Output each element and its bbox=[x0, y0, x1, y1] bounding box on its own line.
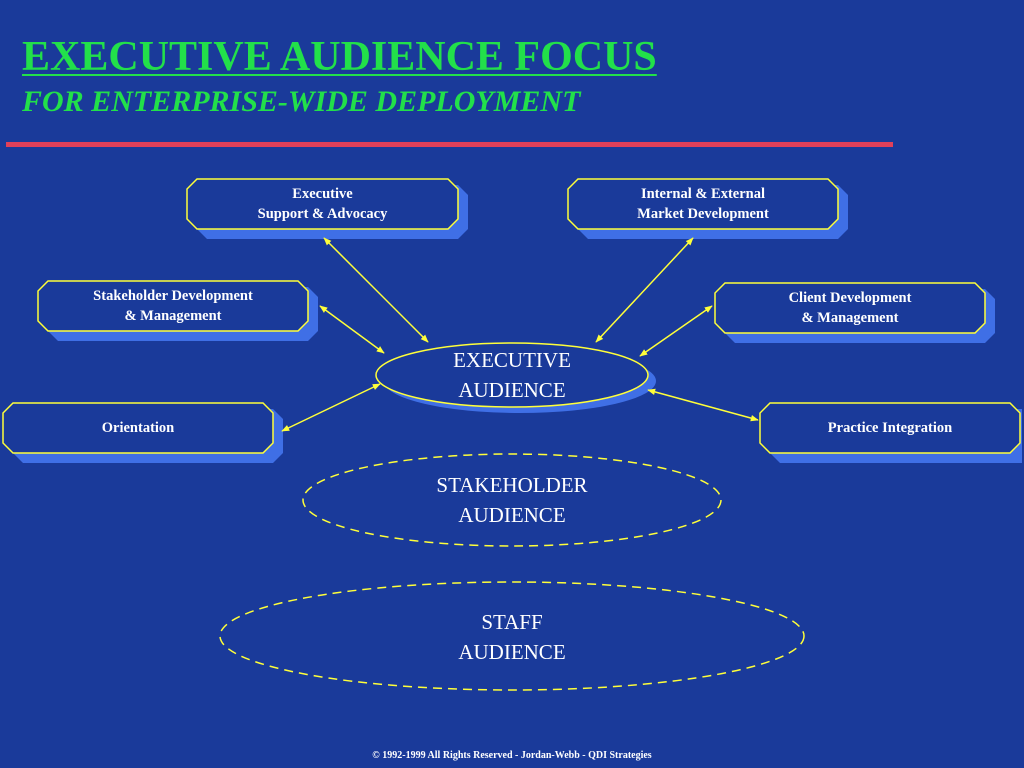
slide-subtitle: FOR ENTERPRISE-WIDE DEPLOYMENT bbox=[22, 85, 581, 118]
box-market-development bbox=[567, 178, 839, 230]
label-staff-audience: STAFF AUDIENCE bbox=[458, 610, 566, 664]
box-stakeholder-development bbox=[37, 280, 309, 332]
arrow-stakeholder-development bbox=[319, 305, 385, 354]
boxes bbox=[2, 178, 1021, 454]
stakeholder-ellipse bbox=[302, 453, 722, 547]
label-stakeholder-audience: STAKEHOLDER AUDIENCE bbox=[436, 473, 588, 527]
box-practice-integration bbox=[759, 402, 1021, 454]
label-orientation: Orientation bbox=[101, 420, 175, 436]
label-executive-audience: EXECUTIVE AUDIENCE bbox=[453, 348, 571, 402]
label-stakeholder-development: Stakeholder Development & Management bbox=[93, 288, 253, 324]
arrow-market-development bbox=[595, 237, 694, 343]
executive-ellipse bbox=[375, 342, 649, 408]
label-client-development: Client Development & Management bbox=[788, 290, 912, 326]
label-market-development: Internal & External Market Development bbox=[637, 186, 769, 222]
label-practice-integration: Practice Integration bbox=[827, 420, 953, 436]
box-orientation bbox=[2, 402, 274, 454]
arrow-client-development bbox=[639, 305, 713, 357]
arrow-executive-support bbox=[323, 237, 429, 343]
title-divider bbox=[6, 142, 893, 147]
arrow-orientation bbox=[281, 383, 381, 432]
arrow-practice-integration bbox=[647, 388, 759, 422]
slide-title: EXECUTIVE AUDIENCE FOCUS bbox=[22, 34, 657, 80]
connector-arrows bbox=[281, 237, 759, 432]
label-executive-support: Executive Support & Advocacy bbox=[257, 186, 388, 222]
dashed-ellipses bbox=[219, 453, 805, 691]
box-client-development bbox=[714, 282, 986, 334]
copyright-footer: © 1992-1999 All Rights Reserved - Jordan… bbox=[372, 750, 652, 761]
staff-ellipse bbox=[219, 581, 805, 691]
box-executive-support bbox=[186, 178, 459, 230]
